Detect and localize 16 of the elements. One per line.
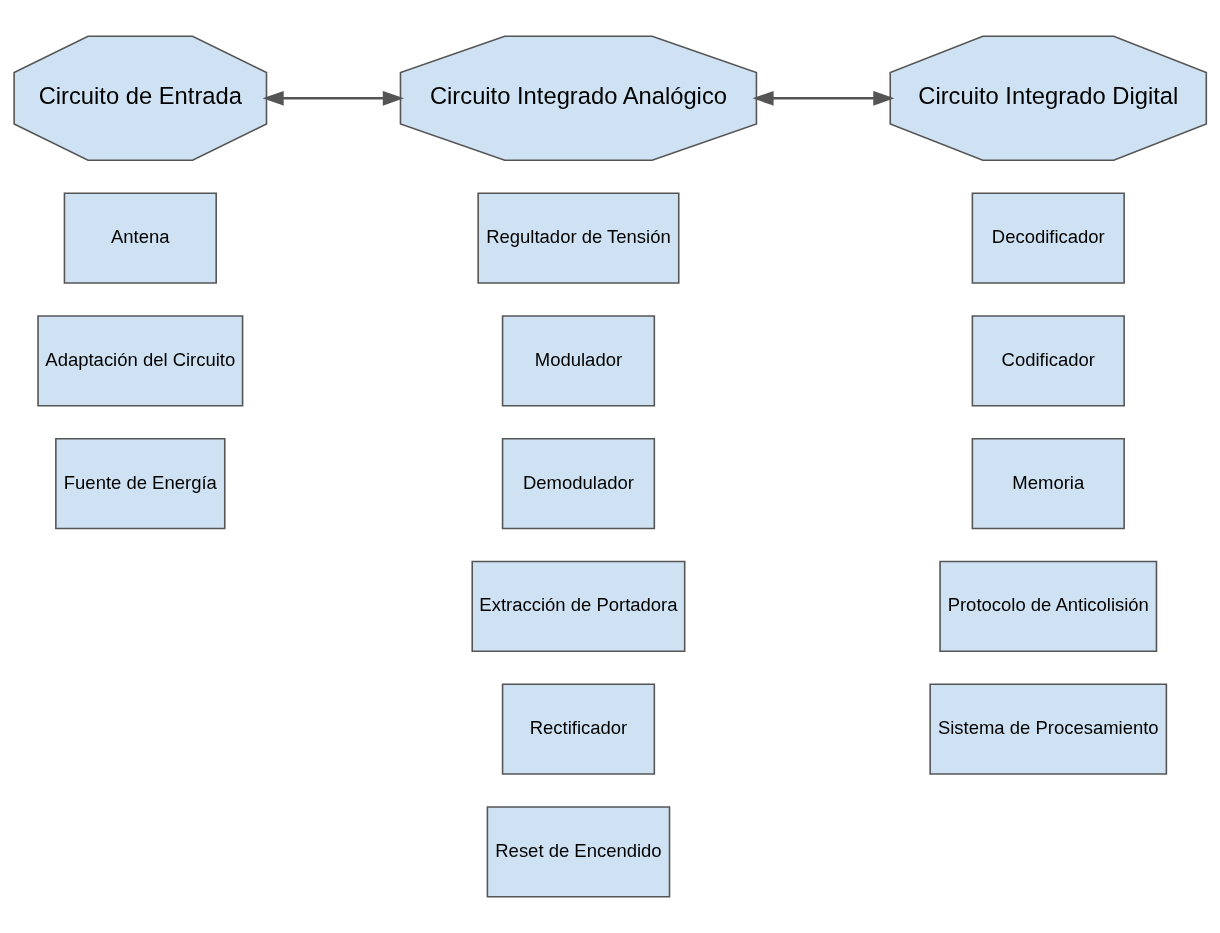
node-box: Extracción de Portadora: [471, 560, 686, 653]
node-box: Rectificador: [501, 683, 656, 775]
node-box: Adaptación del Circuito: [37, 315, 244, 407]
node-box: Sistema de Procesamiento: [929, 683, 1168, 775]
node-box: Protocolo de Anticolisión: [939, 560, 1158, 653]
node-box: Antena: [63, 192, 217, 284]
node-box: Reset de Encendido: [486, 806, 671, 898]
node-box: Codificador: [971, 315, 1125, 407]
node-box: Modulador: [501, 315, 656, 407]
node-box: Fuente de Energía: [55, 438, 226, 530]
arrow: [752, 90, 895, 106]
node-box: Demodulador: [501, 438, 656, 530]
arrow: [262, 90, 404, 106]
node-box: Memoria: [971, 438, 1125, 530]
node-box: Decodificador: [971, 192, 1125, 284]
node-box: Regultador de Tensión: [477, 192, 680, 284]
